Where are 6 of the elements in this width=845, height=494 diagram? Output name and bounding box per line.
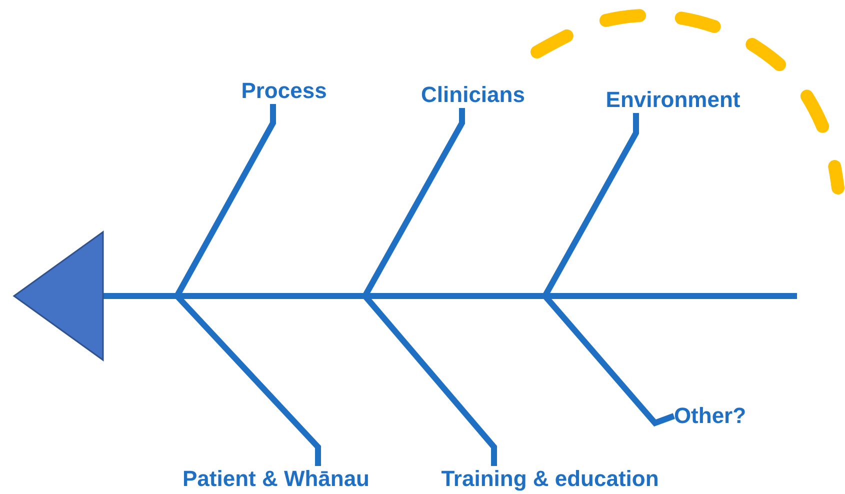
category-label: Other? <box>674 403 746 429</box>
category-label: Training & education <box>441 466 659 492</box>
category-label: Process <box>241 78 327 104</box>
category-label: Clinicians <box>421 82 525 108</box>
category-label: Environment <box>606 87 740 113</box>
category-label: Patient & Whānau <box>182 466 370 492</box>
